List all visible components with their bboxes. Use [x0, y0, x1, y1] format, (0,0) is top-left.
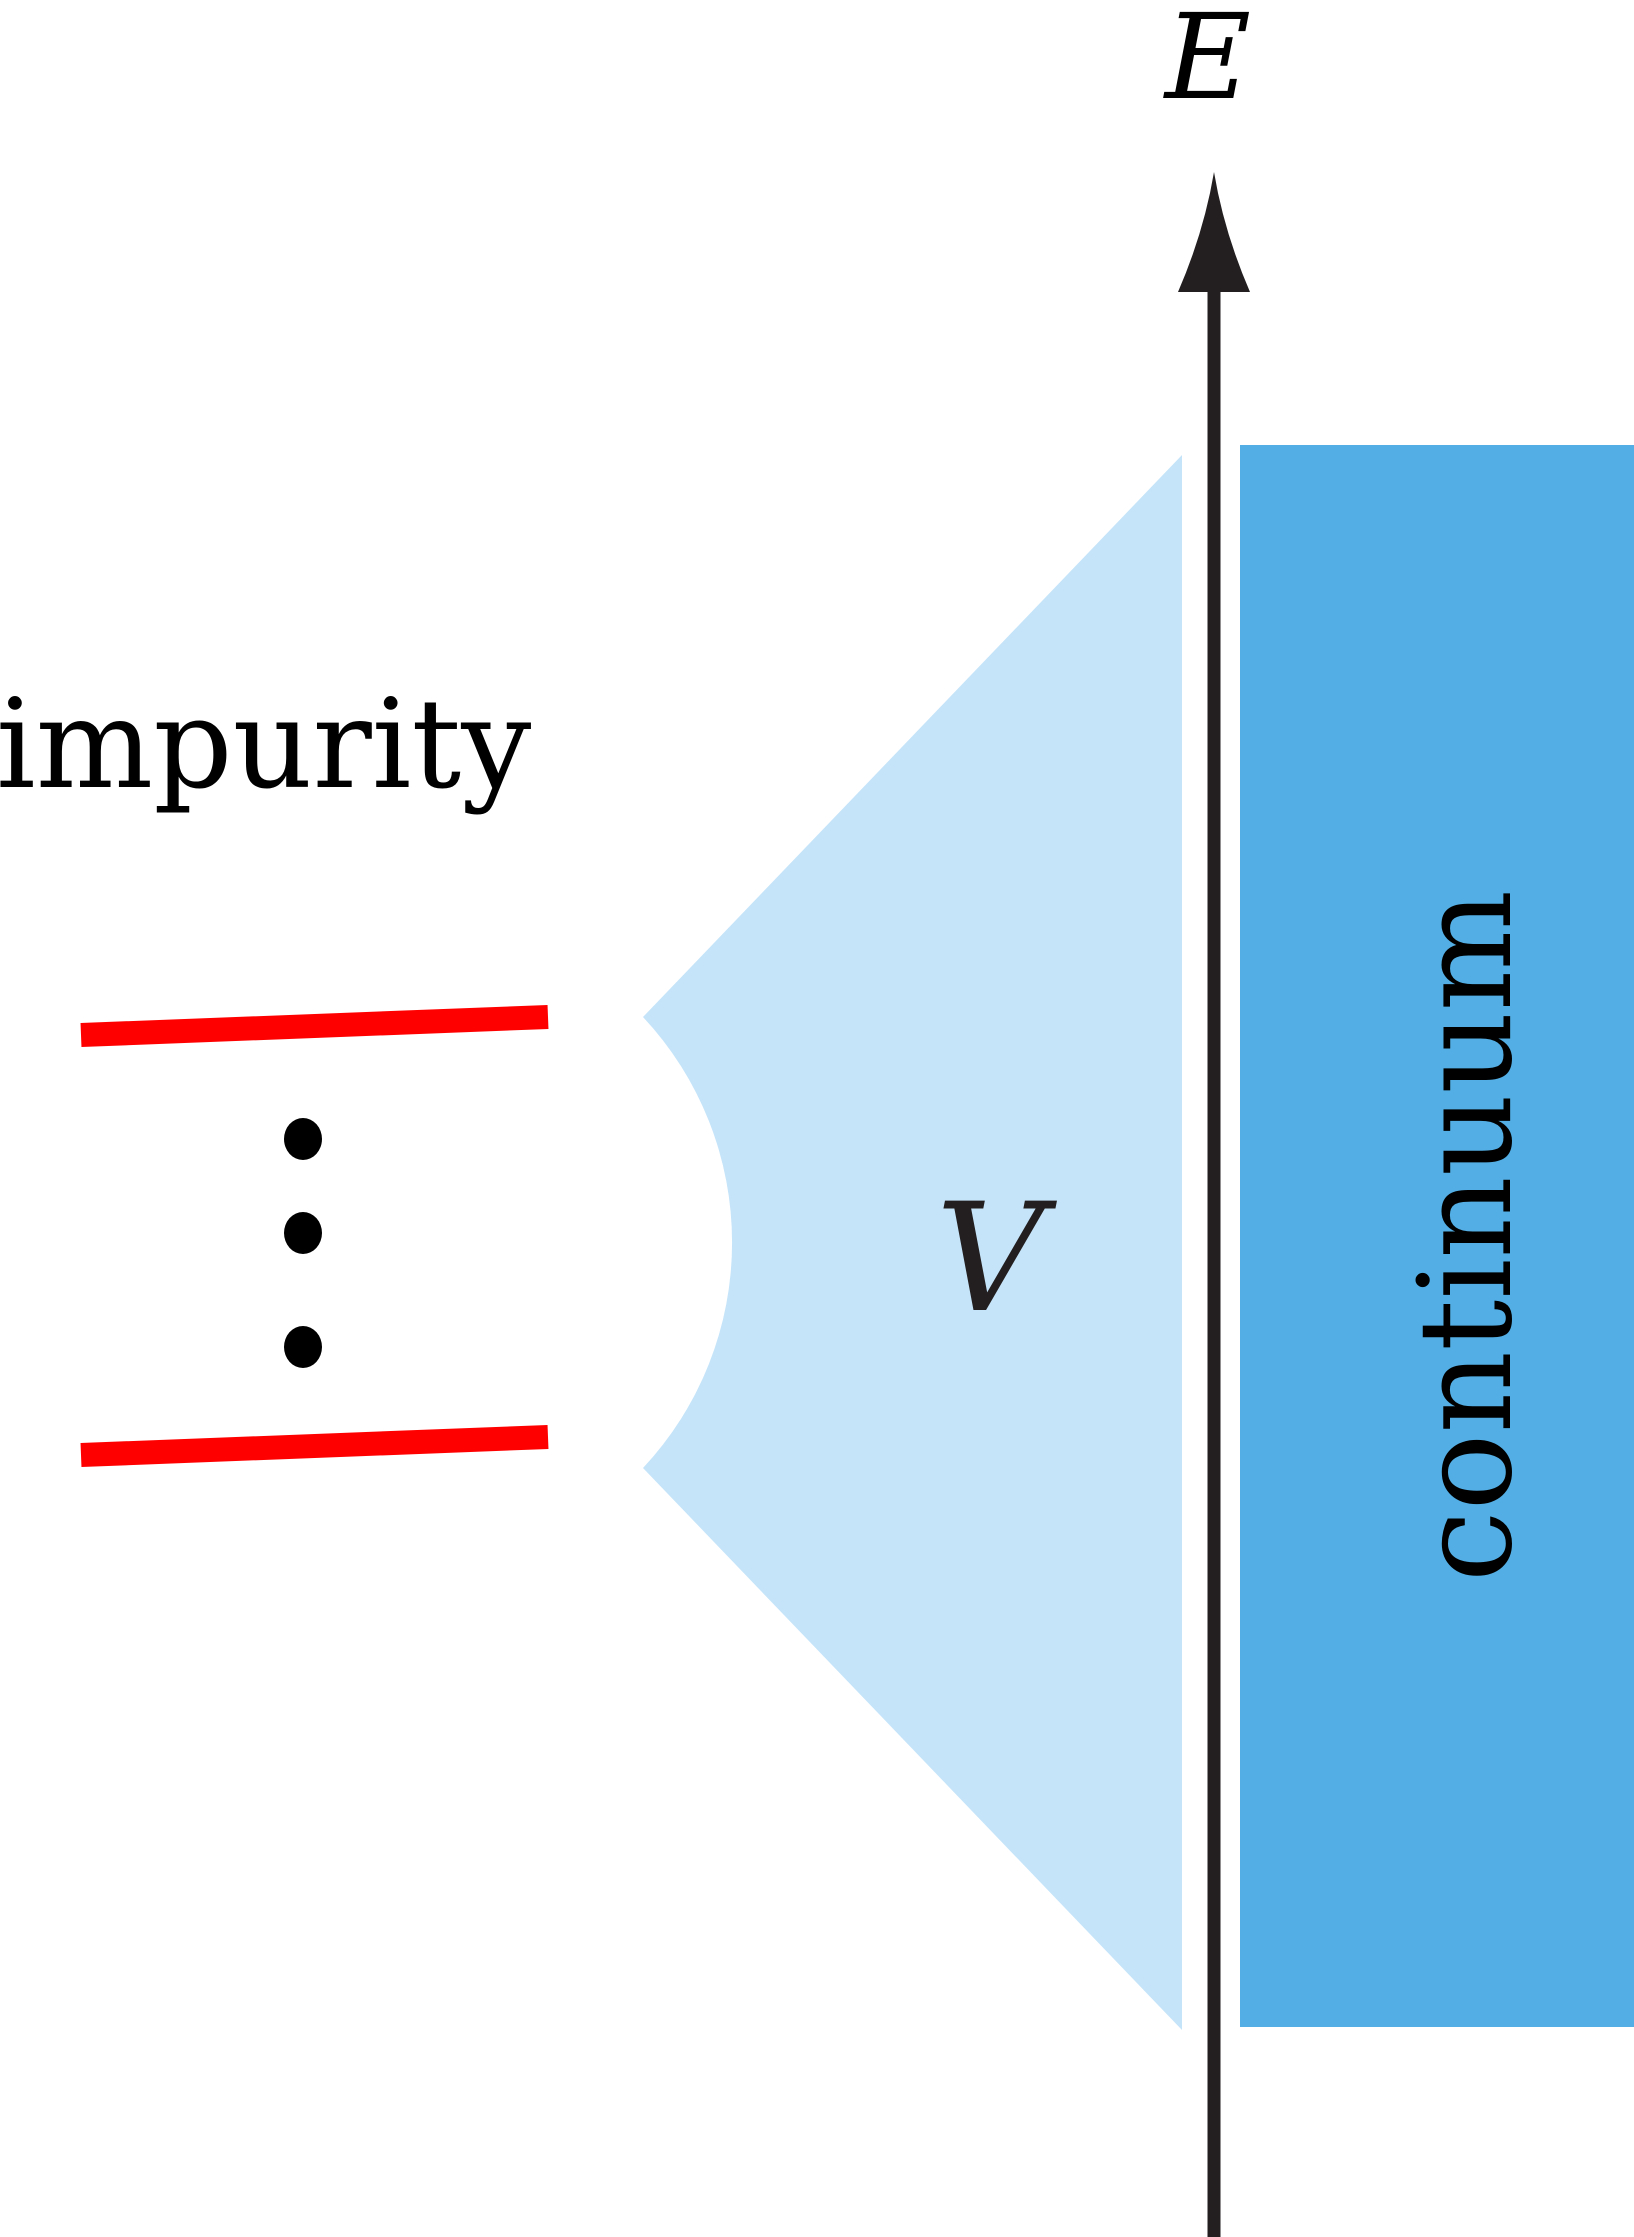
impurity-label: impurity [0, 673, 531, 817]
coupling-label: V [936, 1172, 1058, 1346]
coupling-region [643, 455, 1182, 2030]
impurity-level-upper [80, 1005, 549, 1047]
ellipsis-dot [284, 1118, 322, 1160]
energy-axis-label: E [1163, 0, 1251, 126]
ellipsis-dot [284, 1326, 322, 1368]
ellipsis-dot [284, 1212, 322, 1254]
ellipsis-dots [284, 1118, 322, 1368]
impurity-level-lower [80, 1425, 549, 1467]
energy-axis-arrowhead [1178, 172, 1250, 292]
continuum-band [1240, 445, 1634, 2027]
continuum-label: continuum [1392, 890, 1541, 1582]
